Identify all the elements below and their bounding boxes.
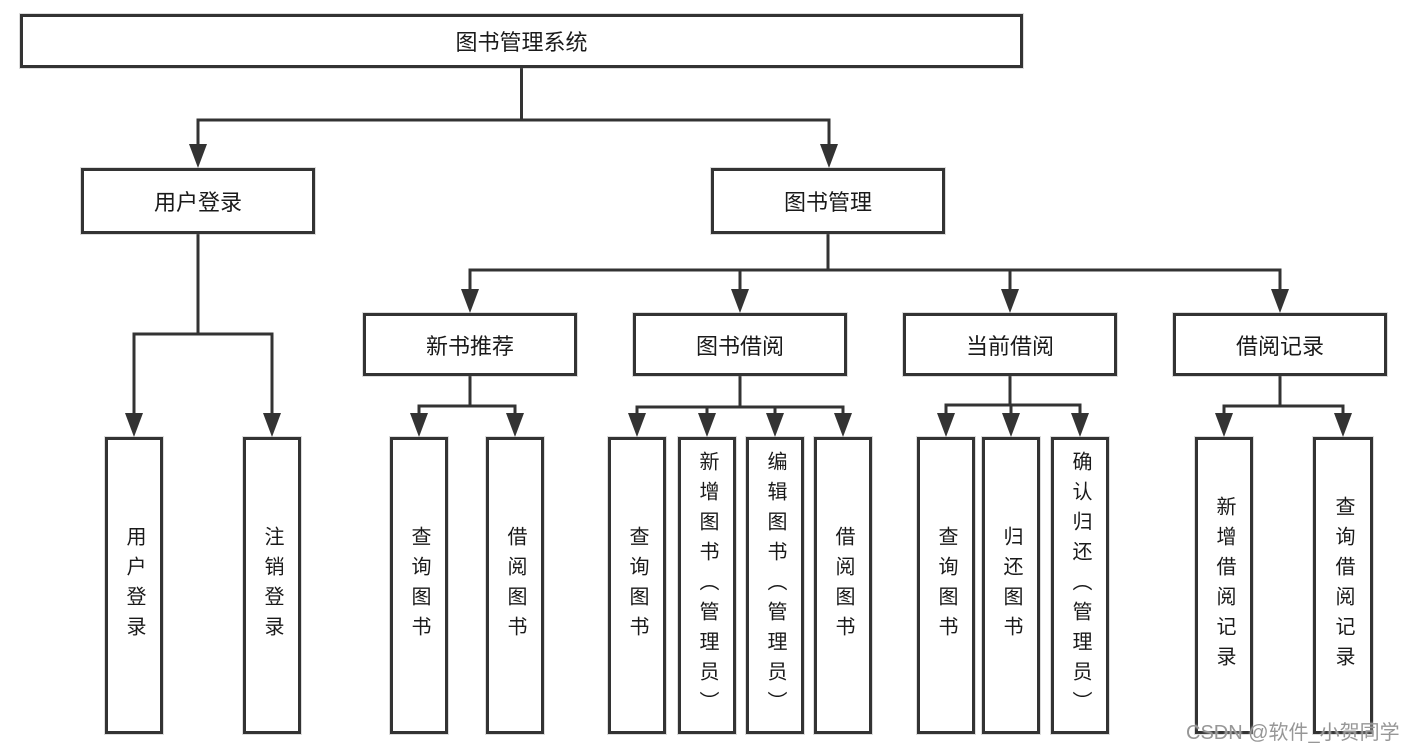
- leaf-recommend-borrow-books: 借阅图书: [486, 437, 544, 734]
- leaf-records-query-record-label: 查询借阅记录: [1332, 495, 1354, 676]
- node-user-login-label: 用户登录: [153, 190, 242, 215]
- leaf-borrow-edit-books-admin: 编辑图书（管理员）: [746, 437, 804, 734]
- node-book-management: 图书管理: [711, 168, 945, 234]
- leaf-recommend-query-books: 查询图书: [390, 437, 448, 734]
- node-book-borrowing: 图书借阅: [633, 313, 847, 376]
- connector-borrowing-to-leaves: [628, 374, 852, 437]
- leaf-current-query-books: 查询图书: [917, 437, 975, 734]
- connector-bookmgmt-to-level3: [461, 232, 1289, 313]
- leaf-recommend-query-books-label: 查询图书: [408, 525, 430, 646]
- node-root-label: 图书管理系统: [455, 30, 588, 55]
- node-current-borrowing-label: 当前借阅: [965, 333, 1054, 359]
- leaf-borrow-add-books-admin: 新增图书（管理员）: [678, 437, 736, 734]
- node-borrowing-records-label: 借阅记录: [1235, 333, 1324, 359]
- leaf-borrow-borrow-books: 借阅图书: [814, 437, 872, 734]
- leaf-current-query-books-label: 查询图书: [935, 525, 957, 646]
- node-root: 图书管理系统: [20, 14, 1023, 68]
- leaf-current-return-books: 归还图书: [982, 437, 1040, 734]
- leaf-records-query-record: 查询借阅记录: [1313, 437, 1373, 734]
- connector-current-to-leaves: [937, 374, 1089, 437]
- connector-userlogin-to-leaves: [125, 232, 281, 437]
- leaf-current-confirm-return-admin: 确认归还（管理员）: [1051, 437, 1109, 734]
- leaf-user-login: 用户登录: [105, 437, 163, 734]
- leaf-borrow-edit-books-admin-label: 编辑图书（管理员）: [764, 450, 786, 721]
- node-current-borrowing: 当前借阅: [903, 313, 1117, 376]
- node-new-book-recommend: 新书推荐: [363, 313, 577, 376]
- connector-records-to-leaves: [1215, 374, 1352, 437]
- node-new-book-recommend-label: 新书推荐: [425, 333, 514, 359]
- connector-recommend-to-leaves: [410, 374, 524, 437]
- leaf-records-add-record: 新增借阅记录: [1195, 437, 1253, 734]
- node-book-management-label: 图书管理: [783, 190, 872, 215]
- node-user-login: 用户登录: [81, 168, 315, 234]
- leaf-current-confirm-return-admin-label: 确认归还（管理员）: [1069, 450, 1091, 721]
- node-borrowing-records: 借阅记录: [1173, 313, 1387, 376]
- connector-root-to-level2: [189, 66, 838, 168]
- csdn-watermark: CSDN @软件_小贺同学: [1186, 722, 1400, 744]
- node-book-borrowing-label: 图书借阅: [695, 333, 784, 359]
- leaf-records-add-record-label: 新增借阅记录: [1213, 495, 1235, 676]
- leaf-borrow-add-books-admin-label: 新增图书（管理员）: [696, 450, 718, 721]
- leaf-borrow-query-books-label: 查询图书: [626, 525, 648, 646]
- leaf-recommend-borrow-books-label: 借阅图书: [504, 525, 526, 646]
- leaf-borrow-query-books: 查询图书: [608, 437, 666, 734]
- leaf-logout-label: 注销登录: [261, 525, 283, 646]
- leaf-user-login-label: 用户登录: [123, 525, 145, 646]
- leaf-current-return-books-label: 归还图书: [1000, 525, 1022, 646]
- leaf-logout: 注销登录: [243, 437, 301, 734]
- leaf-borrow-borrow-books-label: 借阅图书: [832, 525, 854, 646]
